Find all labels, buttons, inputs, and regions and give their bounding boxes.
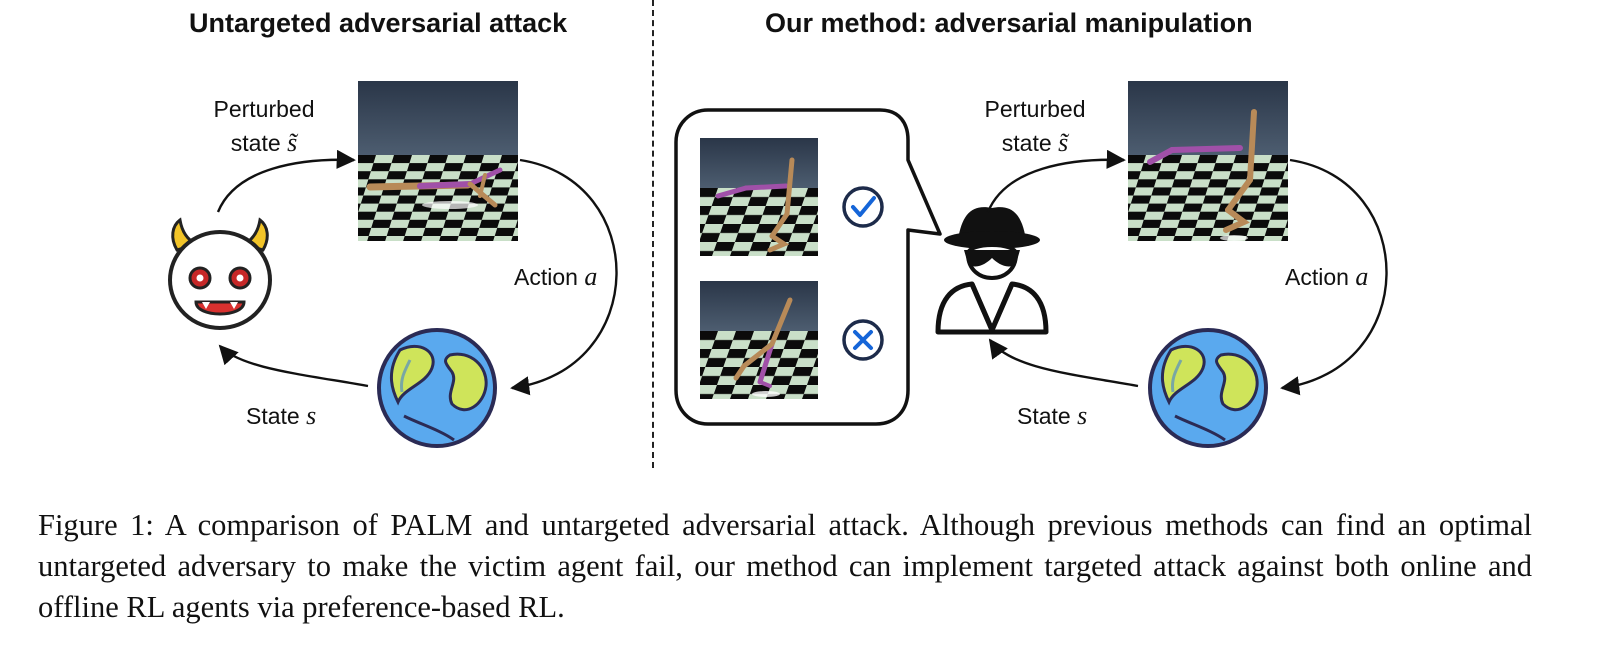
dispreferred-trajectory-frame <box>700 281 818 399</box>
arrow-state-left <box>218 344 369 388</box>
action-label-left: Action a <box>514 260 597 294</box>
arrow-perturbed-state-left <box>216 149 356 213</box>
simulation-frame-left <box>358 81 518 241</box>
earth-globe-icon-left <box>377 328 497 448</box>
state-label-right: State s <box>1017 399 1087 433</box>
cross-circle-icon <box>842 319 884 361</box>
arrow-state-right <box>988 338 1139 388</box>
panel-divider <box>652 0 654 468</box>
perturbed-state-line1: Perturbed <box>213 96 315 122</box>
spy-agent-icon <box>935 207 1049 335</box>
right-panel-title: Our method: adversarial manipulation <box>765 8 1253 38</box>
perturbed-state-label-right: Perturbed state s̃ <box>967 92 1103 160</box>
state-word: State <box>246 403 300 429</box>
arrow-action-right <box>1280 158 1388 396</box>
arrow-action-left <box>510 158 618 396</box>
perturbed-state-symbol: s̃ <box>287 128 298 157</box>
earth-globe-icon-right <box>1148 328 1268 448</box>
devil-face-icon <box>168 217 272 330</box>
check-circle-icon <box>842 186 884 228</box>
action-label-right: Action a <box>1285 260 1368 294</box>
arrow-perturbed-state-right <box>986 149 1126 213</box>
action-word: Action <box>514 264 578 290</box>
state-label-left: State s <box>246 399 316 433</box>
perturbed-state-symbol: s̃ <box>1058 128 1069 157</box>
state-word: state <box>1001 130 1052 156</box>
figure: Untargeted adversarial attack Our method… <box>168 0 1388 468</box>
perturbed-state-label-left: Perturbed state s̃ <box>196 92 332 160</box>
perturbed-state-line2: state s̃ <box>196 126 332 160</box>
figure-caption: Figure 1: A comparison of PALM and untar… <box>38 508 1532 624</box>
perturbed-state-line2: state s̃ <box>967 126 1103 160</box>
figure-graphics <box>168 81 1388 448</box>
action-symbol: a <box>584 262 598 291</box>
action-word: Action <box>1285 264 1349 290</box>
state-word: state <box>230 130 281 156</box>
action-symbol: a <box>1355 262 1369 291</box>
left-panel-title: Untargeted adversarial attack <box>189 8 568 38</box>
state-symbol: s <box>1077 401 1088 430</box>
perturbed-state-line1: Perturbed <box>984 96 1086 122</box>
simulation-frame-right <box>1128 81 1288 241</box>
state-word: State <box>1017 403 1071 429</box>
preferred-trajectory-frame <box>700 138 818 256</box>
state-symbol: s <box>306 401 317 430</box>
